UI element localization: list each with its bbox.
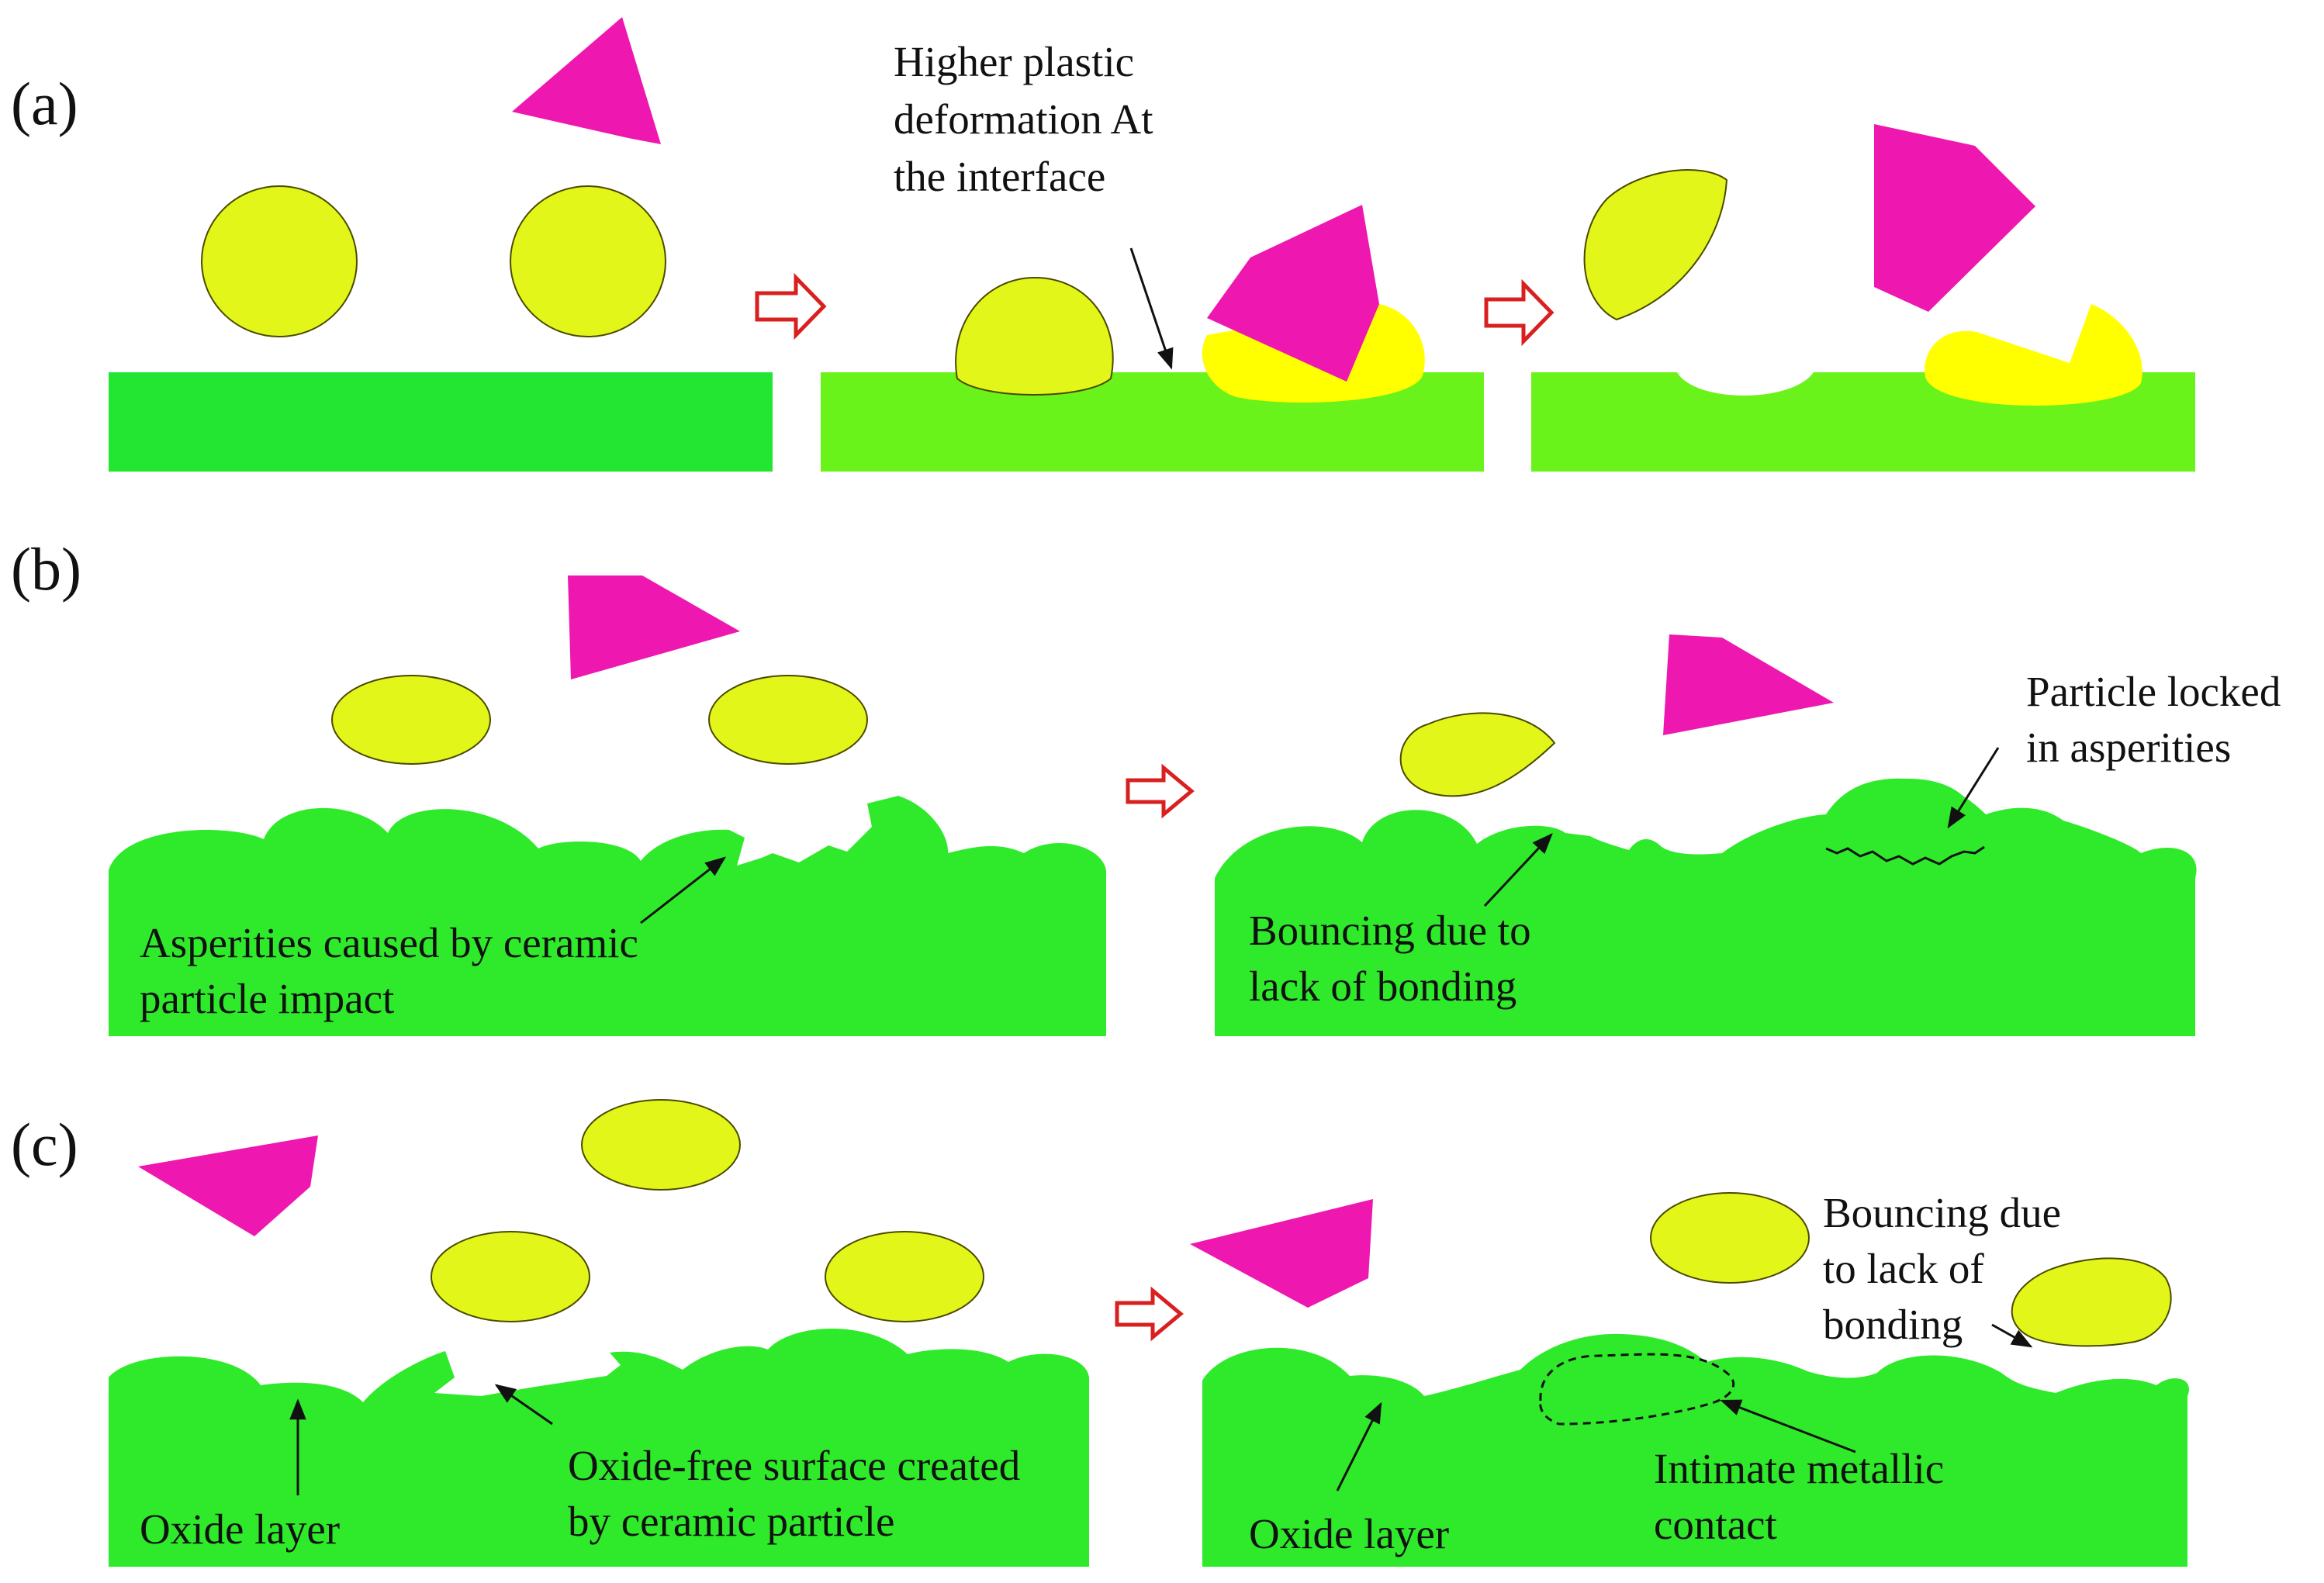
panel-a-substrate-1 (109, 372, 773, 472)
panel-c-metal-particle (581, 1099, 741, 1191)
panel-b-metal-particle (708, 675, 868, 765)
panel-a-metal-particle (201, 185, 358, 337)
panel-b-locked-pointer (1947, 747, 2000, 829)
panel-b-substrate-left (109, 796, 1106, 1036)
panel-c-oxide-free-note: Oxide-free surface created by ceramic pa… (568, 1442, 1031, 1545)
panel-c-substrate-left (109, 1329, 1089, 1567)
panel-b-ceramic-particle (568, 575, 740, 679)
panel-b-bouncing-note: Bouncing due to lack of bonding (1249, 907, 1541, 1010)
panel-c-ceramic-particle (1190, 1199, 1373, 1308)
panel-c-metallic-contact-pointer (1720, 1399, 1856, 1453)
panel-c-oxide-pointer-right (1336, 1402, 1382, 1491)
panel-b-bouncing-pointer (1483, 833, 1553, 907)
panel-b-ceramic-particle (1663, 634, 1834, 735)
panel-c-oxide-layer-note-left: Oxide layer (140, 1505, 340, 1553)
panel-b-locked-particle (1825, 779, 1984, 849)
panel-b-locked-note: Particle locked in asperities (2026, 668, 2291, 771)
panel-b-metal-particle (331, 675, 491, 765)
step-arrow-icon (1115, 1286, 1184, 1342)
step-arrow-icon (755, 272, 827, 340)
panel-a-metal-particle (510, 185, 666, 337)
panel-a-deformed-particle-remnant (1925, 304, 2142, 406)
panel-a: (a) Higher plastic deformation At the in… (11, 17, 2195, 472)
panel-a-label: (a) (11, 70, 78, 137)
panel-c-metal-particle (825, 1231, 984, 1322)
panel-b: (b) Asperities caused by ceramic particl… (11, 535, 2291, 1036)
panel-c-ceramic-particle (138, 1135, 318, 1236)
panel-c: (c) Oxide layer Oxide-free surface creat… (11, 1099, 2189, 1567)
panel-a-ceramic-particle (512, 17, 661, 144)
panel-c-bouncing-particle (2011, 1257, 2172, 1347)
panel-a-interface-pointer (1129, 247, 1174, 370)
panel-c-bonded-particle-outline (1539, 1353, 1735, 1426)
panel-c-oxide-free-pointer (494, 1384, 553, 1426)
panel-b-label: (b) (11, 535, 81, 603)
panel-c-bouncing-pointer (1991, 1323, 2033, 1348)
panel-c-metal-particle (1650, 1192, 1810, 1284)
panel-a-flattened-particle (955, 276, 1114, 396)
panel-a-ceramic-particle-impacting (1207, 205, 1379, 382)
panel-b-bouncing-particle (1399, 712, 1556, 797)
panel-b-asperities-note: Asperities caused by ceramic particle im… (140, 919, 649, 1022)
step-arrow-icon (1484, 278, 1555, 347)
panel-c-metal-particle (431, 1231, 590, 1322)
panel-c-label: (c) (11, 1111, 78, 1178)
panel-c-substrate-right (1202, 1333, 2189, 1567)
panel-b-asperities-pointer (640, 856, 727, 925)
panel-a-interface-note: Higher plastic deformation At the interf… (894, 38, 1164, 200)
step-arrow-icon (1126, 763, 1195, 819)
panel-a-ceramic-particle-rebounding (1874, 124, 2035, 312)
panel-b-locked-particle-outline (1825, 845, 1985, 866)
panel-c-bouncing-note: Bouncing due to lack of bonding (1823, 1189, 2072, 1348)
panel-c-oxide-layer-note-right: Oxide layer (1249, 1510, 1449, 1557)
panel-a-rebounding-particle (1583, 169, 1728, 321)
panel-c-metallic-contact-note: Intimate metallic contact (1654, 1445, 1955, 1548)
